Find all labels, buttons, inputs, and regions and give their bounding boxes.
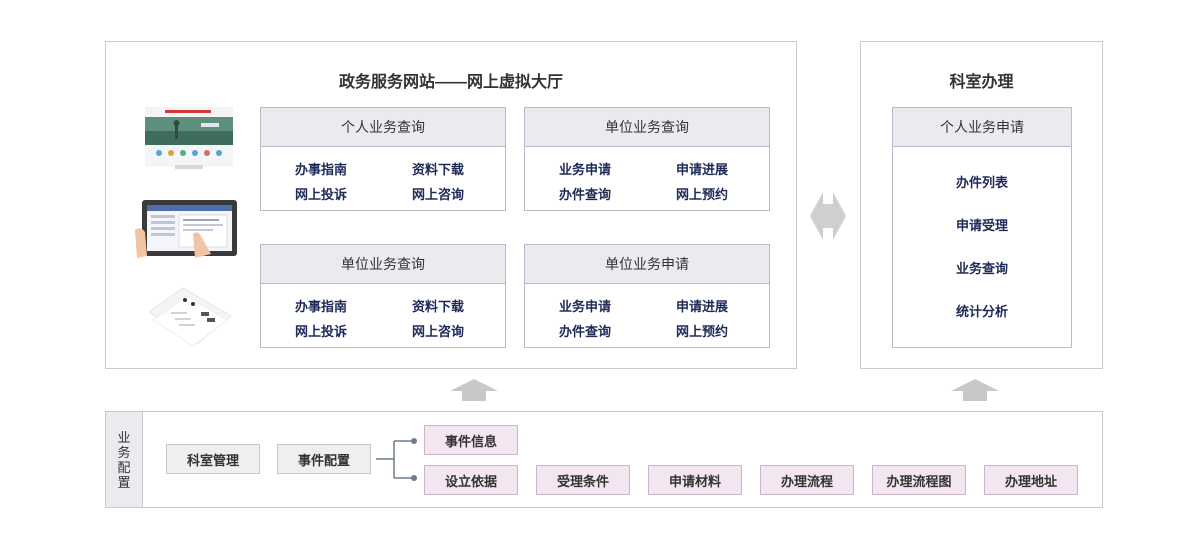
config-side-label: 业 务 配 置 xyxy=(106,412,143,507)
card-header: 单位业务查询 xyxy=(261,245,505,284)
legal-basis-button[interactable]: 设立依据 xyxy=(424,465,518,495)
appointment-link[interactable]: 网上预约 xyxy=(676,187,729,202)
side-label-char: 配 xyxy=(117,459,131,475)
unit-apply-card: 单位业务申请 业务申请 申请进展 办件查询 网上预约 xyxy=(524,244,770,348)
unit-query-card-2: 单位业务查询 办事指南 资料下载 网上投诉 网上咨询 xyxy=(260,244,506,348)
business-query-link[interactable]: 业务查询 xyxy=(955,261,1008,276)
side-label-char: 务 xyxy=(117,444,131,460)
unit-query-card: 单位业务查询 业务申请 申请进展 办件查询 网上预约 xyxy=(524,107,770,211)
event-config-button[interactable]: 事件配置 xyxy=(277,444,371,474)
consult-link[interactable]: 网上咨询 xyxy=(412,324,465,339)
download-link[interactable]: 资料下载 xyxy=(412,162,465,177)
office-management-button[interactable]: 科室管理 xyxy=(166,444,260,474)
bidirectional-arrow-icon xyxy=(810,192,846,240)
case-list-link[interactable]: 办件列表 xyxy=(955,175,1008,190)
progress-link[interactable]: 申请进展 xyxy=(676,162,729,177)
flowchart-button[interactable]: 办理流程图 xyxy=(872,465,966,495)
event-info-button[interactable]: 事件信息 xyxy=(424,425,518,455)
complaint-link[interactable]: 网上投诉 xyxy=(295,324,348,339)
card-header: 个人业务申请 xyxy=(893,108,1071,147)
case-query-link[interactable]: 办件查询 xyxy=(559,324,612,339)
consult-link[interactable]: 网上咨询 xyxy=(412,187,465,202)
progress-link[interactable]: 申请进展 xyxy=(676,299,729,314)
card-header: 个人业务查询 xyxy=(261,108,505,147)
appointment-link[interactable]: 网上预约 xyxy=(676,324,729,339)
up-arrow-icon xyxy=(951,379,999,401)
guide-link[interactable]: 办事指南 xyxy=(295,299,348,314)
personal-apply-card: 个人业务申请 办件列表 申请受理 业务查询 统计分析 xyxy=(892,107,1072,348)
portal-title: 政务服务网站——网上虚拟大厅 xyxy=(338,74,563,91)
apply-link[interactable]: 业务申请 xyxy=(559,299,612,314)
download-link[interactable]: 资料下载 xyxy=(412,299,465,314)
side-label-char: 业 xyxy=(117,429,131,445)
office-title: 科室办理 xyxy=(949,74,1014,91)
address-button[interactable]: 办理地址 xyxy=(984,465,1078,495)
case-query-link[interactable]: 办件查询 xyxy=(559,187,612,202)
connector-lines xyxy=(376,434,426,484)
process-button[interactable]: 办理流程 xyxy=(760,465,854,495)
tablet-image xyxy=(133,196,239,260)
website-screenshot-image xyxy=(145,107,233,171)
guide-link[interactable]: 办事指南 xyxy=(295,162,348,177)
personal-query-card: 个人业务查询 办事指南 资料下载 网上投诉 网上咨询 xyxy=(260,107,506,211)
statistics-link[interactable]: 统计分析 xyxy=(955,304,1008,319)
conditions-button[interactable]: 受理条件 xyxy=(536,465,630,495)
mobile-app-image xyxy=(143,282,237,350)
apply-link[interactable]: 业务申请 xyxy=(559,162,612,177)
materials-button[interactable]: 申请材料 xyxy=(648,465,742,495)
complaint-link[interactable]: 网上投诉 xyxy=(295,187,348,202)
card-header: 单位业务查询 xyxy=(525,108,769,147)
side-label-char: 置 xyxy=(117,474,131,490)
up-arrow-icon xyxy=(450,379,498,401)
card-header: 单位业务申请 xyxy=(525,245,769,284)
accept-link[interactable]: 申请受理 xyxy=(955,218,1008,233)
